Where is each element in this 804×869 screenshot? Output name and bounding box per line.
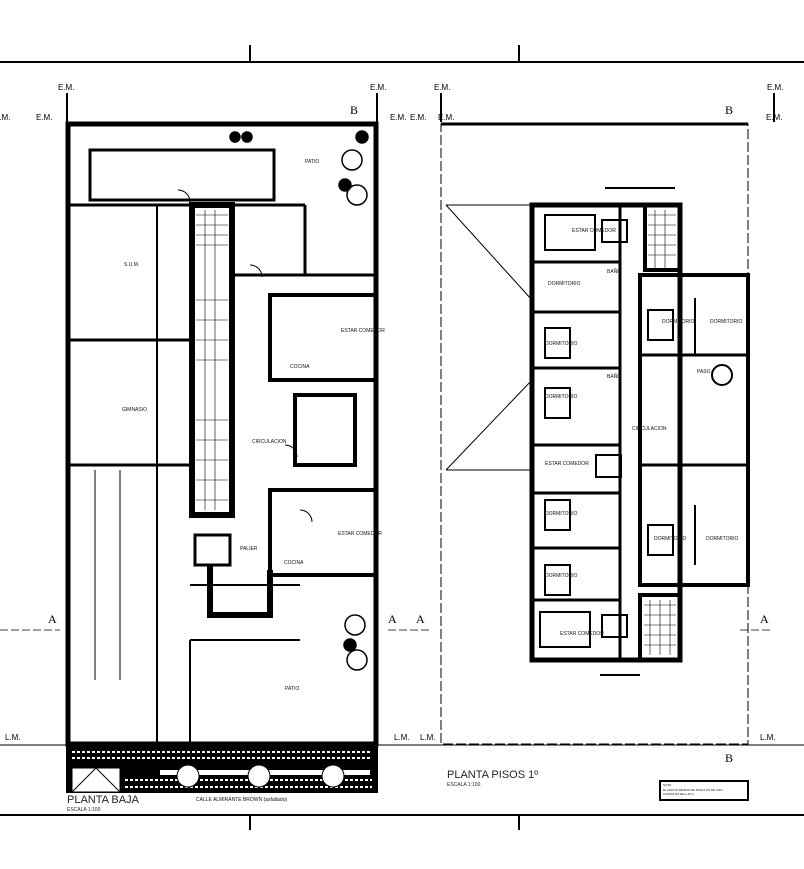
- room-label-circulation: CIRCULACION: [632, 426, 667, 432]
- street-name: CALLE ALMIRANTE BROWN (asfaltado): [196, 797, 287, 803]
- em-label: E.M.: [767, 83, 783, 92]
- drawing-scale: ESCALA 1:100: [67, 807, 101, 813]
- room-label-bedroom: DORMITORIO: [710, 319, 743, 325]
- room-label-bedroom: DORMITORIO: [545, 394, 578, 400]
- em-label: E.M.: [58, 83, 74, 92]
- ground-floor-plan: [65, 121, 379, 747]
- boundary-markers: E.M. E.M. E.M. E.M. E.M. E.M. E.M. E.M. …: [0, 83, 783, 765]
- room-label-bedroom: DORMITORIO: [548, 281, 581, 287]
- upper-floor-labels: ESTAR COMEDOR DORMITORIO DORMITORIO DORM…: [447, 228, 749, 801]
- dining-table-icons: [595, 219, 628, 638]
- room-label-patio: PATIO: [285, 686, 299, 692]
- sidewalk-strip: [66, 745, 378, 793]
- section-a-marker: A: [416, 612, 425, 626]
- em-label: E.M.: [438, 113, 454, 122]
- em-label: E.M.: [36, 113, 52, 122]
- room-label-bath: BAÑO: [607, 268, 621, 275]
- room-label-patio: PATIO: [305, 159, 319, 165]
- em-label: E.M.: [410, 113, 426, 122]
- section-b-marker: B: [725, 751, 733, 765]
- section-a-marker: A: [48, 612, 57, 626]
- lm-label: L.M.: [760, 733, 776, 742]
- room-label-living: ESTAR COMEDOR: [572, 228, 616, 234]
- tree-icons: [229, 130, 369, 671]
- room-label-bedroom: DORMITORIO: [706, 536, 739, 542]
- section-b-marker: B: [350, 103, 358, 117]
- lm-label: L.M.: [5, 733, 21, 742]
- room-label-sum: S.U.M.: [124, 262, 139, 268]
- room-label-bedroom: DORMITORIO: [545, 511, 578, 517]
- drawing-scale: ESCALA 1:100: [447, 782, 481, 788]
- lm-label: L.M.: [420, 733, 436, 742]
- room-label-living: ESTAR COMEDOR: [338, 531, 382, 537]
- room-label-bedroom: DORMITORIO: [662, 319, 695, 325]
- room-label-living: ESTAR COMEDOR: [341, 328, 385, 334]
- note-text: EL ANCHO MÍNIMO DE PASILLOS DE USO: [663, 788, 723, 792]
- em-label: E.M.: [370, 83, 386, 92]
- drawing-title: PLANTA BAJA: [67, 794, 140, 806]
- lm-label: L.M.: [394, 733, 410, 742]
- room-label-living: ESTAR COMEDOR: [545, 461, 589, 467]
- room-label-kitchen: COCINA: [284, 560, 304, 566]
- note-box: NOTA: EL ANCHO MÍNIMO DE PASILLOS DE USO…: [659, 780, 749, 801]
- em-label: E.M.: [0, 113, 10, 122]
- room-label-bath: BAÑO: [607, 373, 621, 380]
- room-label-kitchen: COCINA: [290, 364, 310, 370]
- em-label: E.M.: [434, 83, 450, 92]
- em-label: E.M.: [390, 113, 406, 122]
- note-title: NOTA:: [663, 783, 672, 787]
- note-text: COMÚN ES DE 1,20 m: [663, 791, 695, 796]
- room-label-palier: PALIER: [240, 546, 258, 552]
- section-a-marker: A: [760, 612, 769, 626]
- sheet-frame: [0, 45, 804, 830]
- room-label-bedroom: DORMITORIO: [654, 536, 687, 542]
- room-label-bedroom: DORMITORIO: [545, 341, 578, 347]
- ground-floor-labels: S.U.M. GIMNASIO CIRCULACION PALIER PATIO…: [67, 159, 385, 813]
- upper-floor-plan: [440, 122, 750, 745]
- room-label-living: ESTAR COMEDOR: [560, 631, 604, 637]
- section-a-marker: A: [388, 612, 397, 626]
- room-label-gym: GIMNASIO: [122, 407, 147, 413]
- drawing-title: PLANTA PISOS 1º: [447, 769, 538, 781]
- section-b-marker: B: [725, 103, 733, 117]
- room-label-paso: PASO: [697, 369, 711, 375]
- room-label-bedroom: DORMITORIO: [545, 573, 578, 579]
- room-label-circulation: CIRCULACION: [252, 439, 287, 445]
